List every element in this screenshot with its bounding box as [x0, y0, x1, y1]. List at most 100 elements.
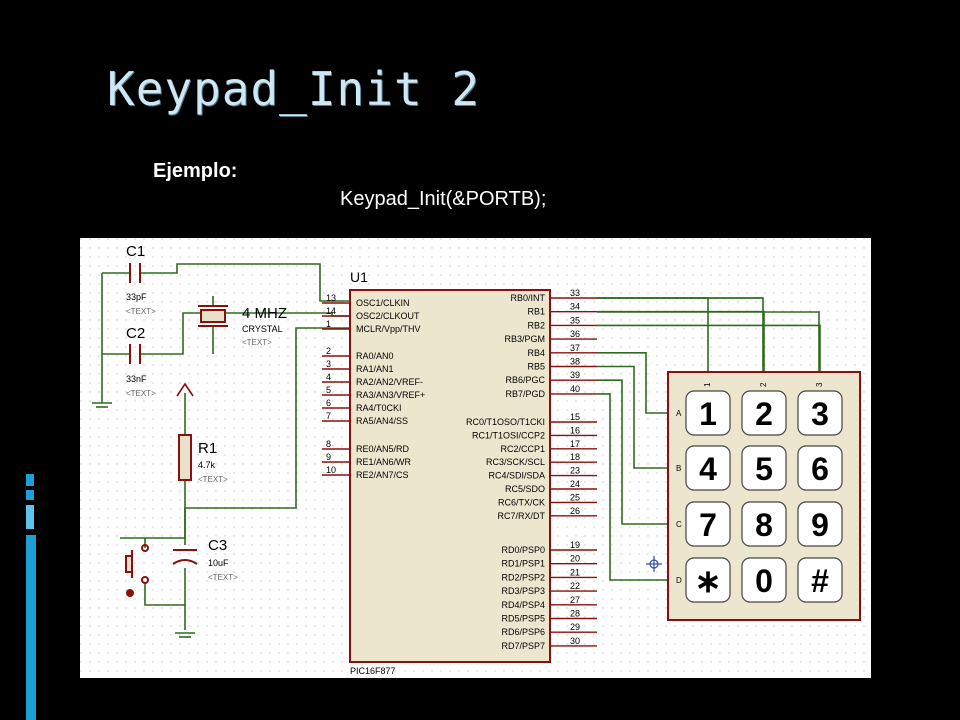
c2-ref: C2	[126, 325, 145, 342]
mcu-left-pin-number: 10	[326, 465, 336, 475]
keypad-key	[741, 501, 787, 547]
mcu-left-pin-number: 13	[326, 293, 336, 303]
r1-value: 4.7k	[198, 460, 216, 470]
mcu-left-pin-name: MCLR/Vpp/THV	[356, 324, 421, 334]
c1-text-placeholder: <TEXT>	[126, 307, 156, 316]
mcu-right-pin-number: 40	[570, 384, 580, 394]
mcu-right-pin-number: 33	[570, 288, 580, 298]
c3-text-placeholder: <TEXT>	[208, 573, 238, 582]
keypad-key-label: 4	[699, 451, 717, 487]
mcu-right-pin-number: 19	[570, 540, 580, 550]
wires	[101, 263, 820, 630]
mcu-right-pin-number: 17	[570, 439, 580, 449]
accent-bar-long	[26, 535, 36, 720]
mcu-left-pin-name: RA3/AN3/VREF+	[356, 390, 425, 400]
mcu-right-pin-name: RD6/PSP6	[501, 627, 545, 637]
crystal-ref: 4 MHZ	[242, 305, 287, 322]
probe-marker-icon	[646, 556, 662, 572]
mcu-right-pin-number: 23	[570, 466, 580, 476]
wire-column-1	[597, 297, 709, 372]
keypad-key-label: #	[811, 563, 829, 599]
keypad-key-label: 5	[755, 451, 773, 487]
mcu-left-pin-name: RA5/AN4/SS	[356, 416, 408, 426]
accent-bar-1	[26, 474, 34, 486]
crystal	[198, 305, 228, 327]
c2-text-placeholder: <TEXT>	[126, 389, 156, 398]
mcu-right-pin-name: RC6/TX/CK	[498, 497, 545, 507]
c3-ref: C3	[208, 537, 227, 554]
example-code: Keypad_Init(&PORTB);	[340, 188, 547, 210]
keypad-key	[797, 390, 843, 436]
mcu-left-pin-name: RA2/AN2/VREF-	[356, 377, 423, 387]
keypad-key-label: 7	[699, 507, 717, 543]
mcu-right-pin-number: 15	[570, 412, 580, 422]
mcu-right-pin-name: RC7/RX/DT	[497, 511, 545, 521]
c3-value: 10uF	[208, 558, 229, 568]
mcu-right-pin-number: 24	[570, 479, 580, 489]
keypad-column-label: 2	[759, 382, 768, 387]
mcu-left-pin-number: 7	[326, 411, 331, 421]
keypad-row-label: A	[676, 409, 682, 418]
mcu-right-pin-name: RD7/PSP7	[501, 641, 545, 651]
mcu-left-pin-name: OSC1/CLKIN	[356, 298, 410, 308]
resistor-r1	[178, 434, 192, 481]
keypad-key-label: ∗	[695, 563, 722, 599]
keypad-wires	[597, 297, 821, 581]
keypad-column-label: 3	[815, 382, 824, 387]
mcu-right-pin-number: 25	[570, 492, 580, 502]
keypad-key	[685, 445, 731, 491]
mcu-left-pin-number: 1	[326, 319, 331, 329]
keypad-key	[741, 390, 787, 436]
mcu-right-pin-number: 28	[570, 609, 580, 619]
mcu-right-pin-name: RB5	[527, 362, 545, 372]
mcu-right-pin-number: 29	[570, 622, 580, 632]
mcu-right-pin-name: RB4	[527, 348, 545, 358]
reset-button-handle	[126, 589, 134, 597]
keypad-key	[797, 445, 843, 491]
mcu-left-pin-name: RE2/AN7/CS	[356, 470, 409, 480]
wire-column-2	[597, 310, 765, 372]
ground-symbol-left	[92, 398, 112, 408]
mcu-left-pin-name: RE0/AN5/RD	[356, 444, 410, 454]
keypad-key-label: 2	[755, 396, 773, 432]
mcu-right-pin-number: 35	[570, 315, 580, 325]
wire-row-3	[597, 379, 668, 525]
mcu-right-pin-name: RB6/PGC	[505, 375, 545, 385]
mcu-right-pin-name: RD0/PSP0	[501, 545, 545, 555]
mcu-left-pin-number: 5	[326, 385, 331, 395]
mcu-left-pin-number: 8	[326, 439, 331, 449]
mcu-right-pin-number: 37	[570, 343, 580, 353]
mcu-left-pin-number: 3	[326, 359, 331, 369]
mcu-right-pin-name: RD3/PSP3	[501, 586, 545, 596]
circuit-schematic: C1 33pF <TEXT> C2 33nF <TEXT> 4 MHZ CRYS…	[80, 238, 871, 678]
keypad-key-label: 0	[755, 563, 773, 599]
c2-value: 33nF	[126, 374, 147, 384]
keypad-key-label: 9	[811, 507, 829, 543]
mcu-ref: U1	[350, 269, 368, 285]
capacitor-c1	[129, 263, 141, 283]
slide-title: Keypad_Init 2	[107, 62, 481, 116]
keypad-key	[741, 445, 787, 491]
mcu-right-pin-number: 34	[570, 302, 580, 312]
r1-ref: R1	[198, 440, 217, 457]
capacitor-c3	[172, 549, 198, 565]
mcu-left-pin-number: 2	[326, 346, 331, 356]
mcu-right-pin-name: RC0/T1OSO/T1CKI	[466, 417, 545, 427]
mcu-part: PIC16F877	[350, 666, 396, 676]
mcu-left-pin-name: RA0/AN0	[356, 351, 394, 361]
keypad-row-label: D	[676, 576, 682, 585]
mcu-right-pin-name: RC4/SDI/SDA	[488, 471, 545, 481]
mcu-left-pin-name: RA1/AN1	[356, 364, 394, 374]
mcu-right-pin-number: 39	[570, 370, 580, 380]
mcu-right-pin-name: RD1/PSP1	[501, 559, 545, 569]
mcu-right-pin-name: RD2/PSP2	[501, 572, 545, 582]
wire-row-4	[597, 393, 668, 581]
mcu-left-pin-name: RE1/AN6/WR	[356, 457, 412, 467]
crystal-value: CRYSTAL	[242, 324, 283, 334]
mcu-right-pin-number: 27	[570, 595, 580, 605]
mcu-left-pin-number: 9	[326, 452, 331, 462]
keypad-row-label: C	[676, 520, 682, 529]
mcu-pic16f877	[349, 289, 551, 663]
mcu-right-pin-name: RC1/T1OSI/CCP2	[472, 430, 545, 440]
